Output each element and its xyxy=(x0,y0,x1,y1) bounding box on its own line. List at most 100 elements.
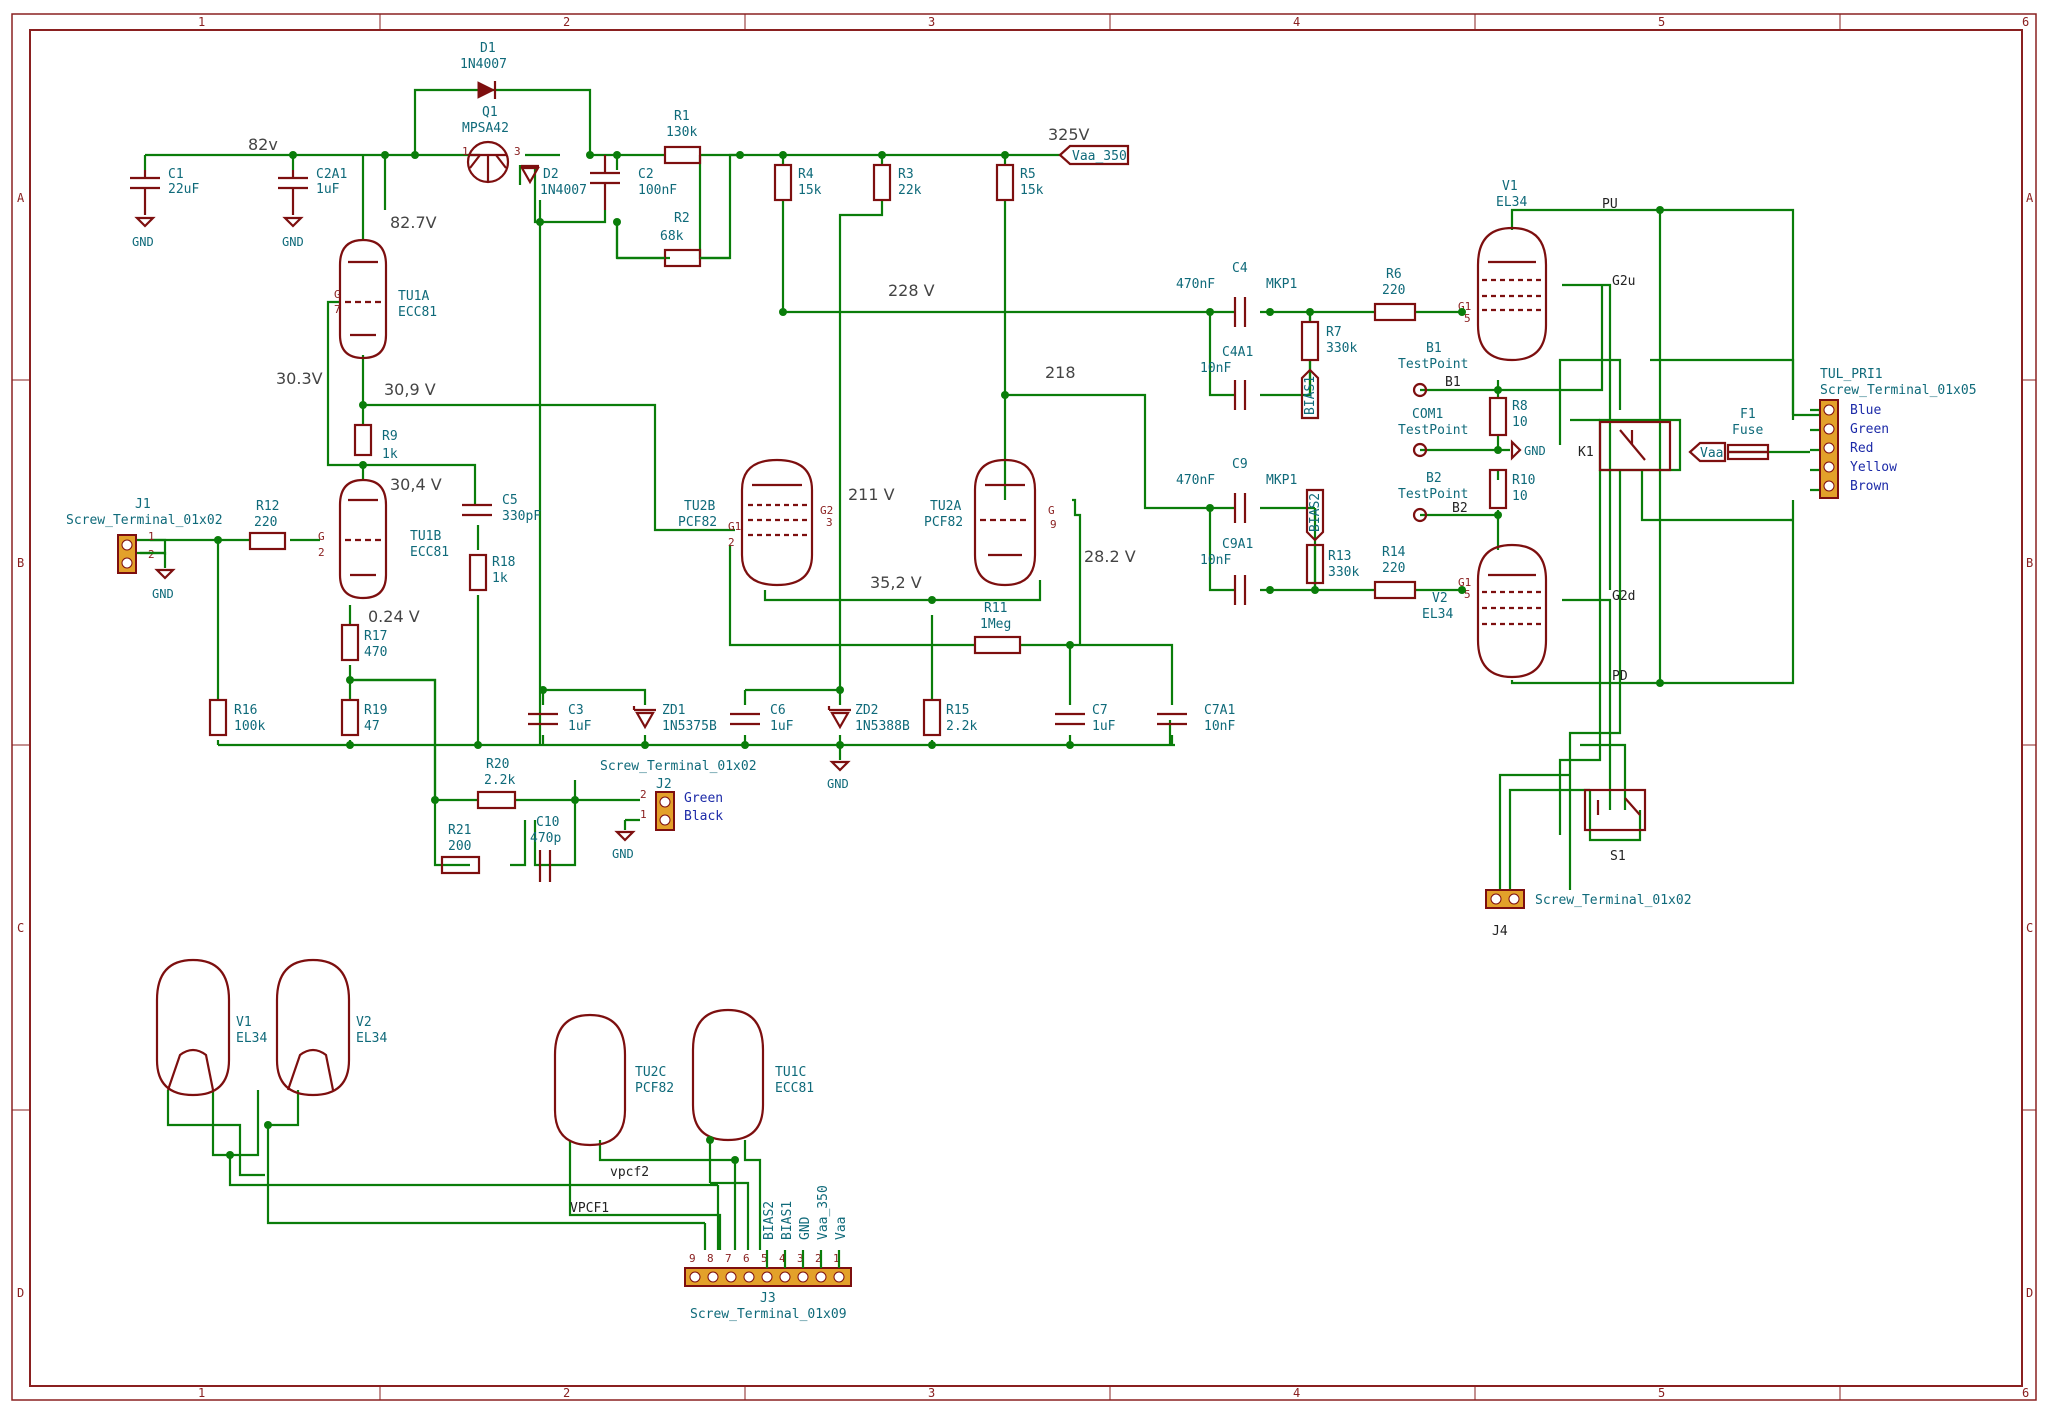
heater-tu2c-val: PCF82 xyxy=(635,1081,674,1096)
pu-label: PU xyxy=(1602,197,1618,212)
capacitor-c3: C3 1uF xyxy=(528,703,592,734)
v1-pin-5: 5 xyxy=(1464,312,1471,325)
capacitor-c4a1: C4A1 10nF xyxy=(1200,345,1253,410)
zd1-ref: ZD1 xyxy=(662,703,685,718)
j3-pin-4: 4 xyxy=(779,1252,786,1265)
resistor-r9: R9 1k xyxy=(353,423,398,462)
pd-label: PD xyxy=(1612,669,1628,684)
junction xyxy=(346,741,354,749)
r12-ref: R12 xyxy=(256,499,279,514)
junction xyxy=(641,741,649,749)
tube-tu2a: TU2A PCF82 G 9 xyxy=(924,458,1057,587)
tu2b-ref: TU2B xyxy=(684,499,715,514)
zone-row-c-right: C xyxy=(2026,921,2033,935)
r16-val: 100k xyxy=(234,719,265,734)
c7-val: 1uF xyxy=(1092,719,1116,734)
capacitor-c10: C10 470p xyxy=(530,815,561,882)
r2-ref: R2 xyxy=(674,211,690,226)
r19-ref: R19 xyxy=(364,703,387,718)
c9-sub: MKP1 xyxy=(1266,473,1297,488)
note-211v: 211 V xyxy=(848,485,895,504)
junction xyxy=(613,218,621,226)
zone-row-d: D xyxy=(17,1286,24,1300)
note-0-24v: 0.24 V xyxy=(368,607,420,626)
junction xyxy=(536,218,544,226)
j2-val-top: Screw_Terminal_01x02 xyxy=(600,759,757,774)
q1-ref: Q1 xyxy=(482,105,498,120)
resistor-r21: R21 200 xyxy=(440,823,481,875)
heater-tu1c-val: ECC81 xyxy=(775,1081,814,1096)
c4a1-ref: C4A1 xyxy=(1222,345,1253,360)
r4-ref: R4 xyxy=(798,167,814,182)
sheet-frame: 1 2 3 4 5 6 1 2 3 4 5 6 A B C D A B C D xyxy=(11,13,2037,1401)
zd2-gnd: GND xyxy=(827,777,849,791)
r5-val: 15k xyxy=(1020,183,1044,198)
junction xyxy=(928,741,936,749)
v1-ref: V1 xyxy=(1502,179,1518,194)
testpoint-b1: B1 TestPoint B1 xyxy=(1398,341,1468,398)
junction xyxy=(741,741,749,749)
resistor-r12: R12 220 xyxy=(248,499,287,551)
transistor-q1: Q1 MPSA42 1 3 xyxy=(462,105,521,184)
tu2b-val: PCF82 xyxy=(678,515,717,530)
r4-val: 15k xyxy=(798,183,822,198)
tu1b-ref: TU1B xyxy=(410,529,441,544)
note-30-3v: 30.3V xyxy=(276,369,323,388)
v2-pin-g1: G1 xyxy=(1458,576,1471,589)
zone-col-2-bottom: 2 xyxy=(563,1386,570,1400)
capacitor-c9: C9 470nF MKP1 xyxy=(1176,457,1297,523)
c6-val: 1uF xyxy=(770,719,794,734)
junction xyxy=(586,151,594,159)
junction xyxy=(346,676,354,684)
resistor-r7: R7 330k BIAS1 xyxy=(1300,320,1357,420)
v2-ref: V2 xyxy=(1432,591,1448,606)
b1-net: B1 xyxy=(1445,375,1461,390)
j1-pin-1: 1 xyxy=(148,530,155,543)
connector-j1: J1 Screw_Terminal_01x02 1 2 GND xyxy=(66,497,223,601)
heater-tu1c: TU1C ECC81 xyxy=(691,1008,814,1142)
d2-val: 1N4007 xyxy=(540,183,587,198)
j3-pin-3: 3 xyxy=(797,1252,804,1265)
junction xyxy=(474,741,482,749)
junction xyxy=(1066,741,1074,749)
r13-val: 330k xyxy=(1328,565,1359,580)
q1-pin-3: 3 xyxy=(514,145,521,158)
r8-val: 10 xyxy=(1512,415,1528,430)
zone-col-4: 4 xyxy=(1293,15,1300,29)
r15-val: 2.2k xyxy=(946,719,977,734)
resistor-r18: R18 1k xyxy=(468,553,515,592)
r8-ref: R8 xyxy=(1512,399,1528,414)
zone-col-1-bottom: 1 xyxy=(198,1386,205,1400)
tu1b-pin-g: G xyxy=(318,530,325,543)
tul-wire-1: Green xyxy=(1850,422,1889,437)
junction xyxy=(779,151,787,159)
j2-pin-1: 1 xyxy=(640,808,647,821)
r19-val: 47 xyxy=(364,719,380,734)
r15-ref: R15 xyxy=(946,703,969,718)
com1-val: TestPoint xyxy=(1398,423,1468,438)
tube-tu1b: TU1B ECC81 0.24 V G 2 xyxy=(318,478,449,626)
zone-col-3-bottom: 3 xyxy=(928,1386,935,1400)
junction xyxy=(226,1151,234,1159)
junction xyxy=(1656,206,1664,214)
f1-vaa-label: Vaa xyxy=(1700,446,1723,461)
j3-ref: J3 xyxy=(760,1291,776,1306)
capacitor-c7a1: C7A1 10nF xyxy=(1157,703,1235,734)
capacitor-c1: C1 22uF GND xyxy=(130,167,199,249)
capacitor-c5: C5 330pF xyxy=(462,493,541,524)
r10-ref: R10 xyxy=(1512,473,1535,488)
junction xyxy=(736,151,744,159)
capacitor-c2a1: C2A1 1uF GND xyxy=(278,167,347,249)
junction xyxy=(613,151,621,159)
vpcf2-label: vpcf2 xyxy=(610,1165,649,1180)
connector-j3: 9 8 7 6 5 4 3 2 1 J3 Screw_Terminal_01x0… xyxy=(684,1185,852,1322)
note-35-2v: 35,2 V xyxy=(870,573,922,592)
tul-ref: TUL_PRI1 xyxy=(1820,367,1883,382)
zener-zd1: ZD1 1N5375B xyxy=(632,703,717,734)
c2-val: 100nF xyxy=(638,183,677,198)
tu1a-pin-g: G xyxy=(334,288,341,301)
tu1a-val: ECC81 xyxy=(398,305,437,320)
tu1a-ref: TU1A xyxy=(398,289,429,304)
vaa350-text: Vaa_350 xyxy=(1072,149,1127,164)
j4-val: Screw_Terminal_01x02 xyxy=(1535,893,1692,908)
